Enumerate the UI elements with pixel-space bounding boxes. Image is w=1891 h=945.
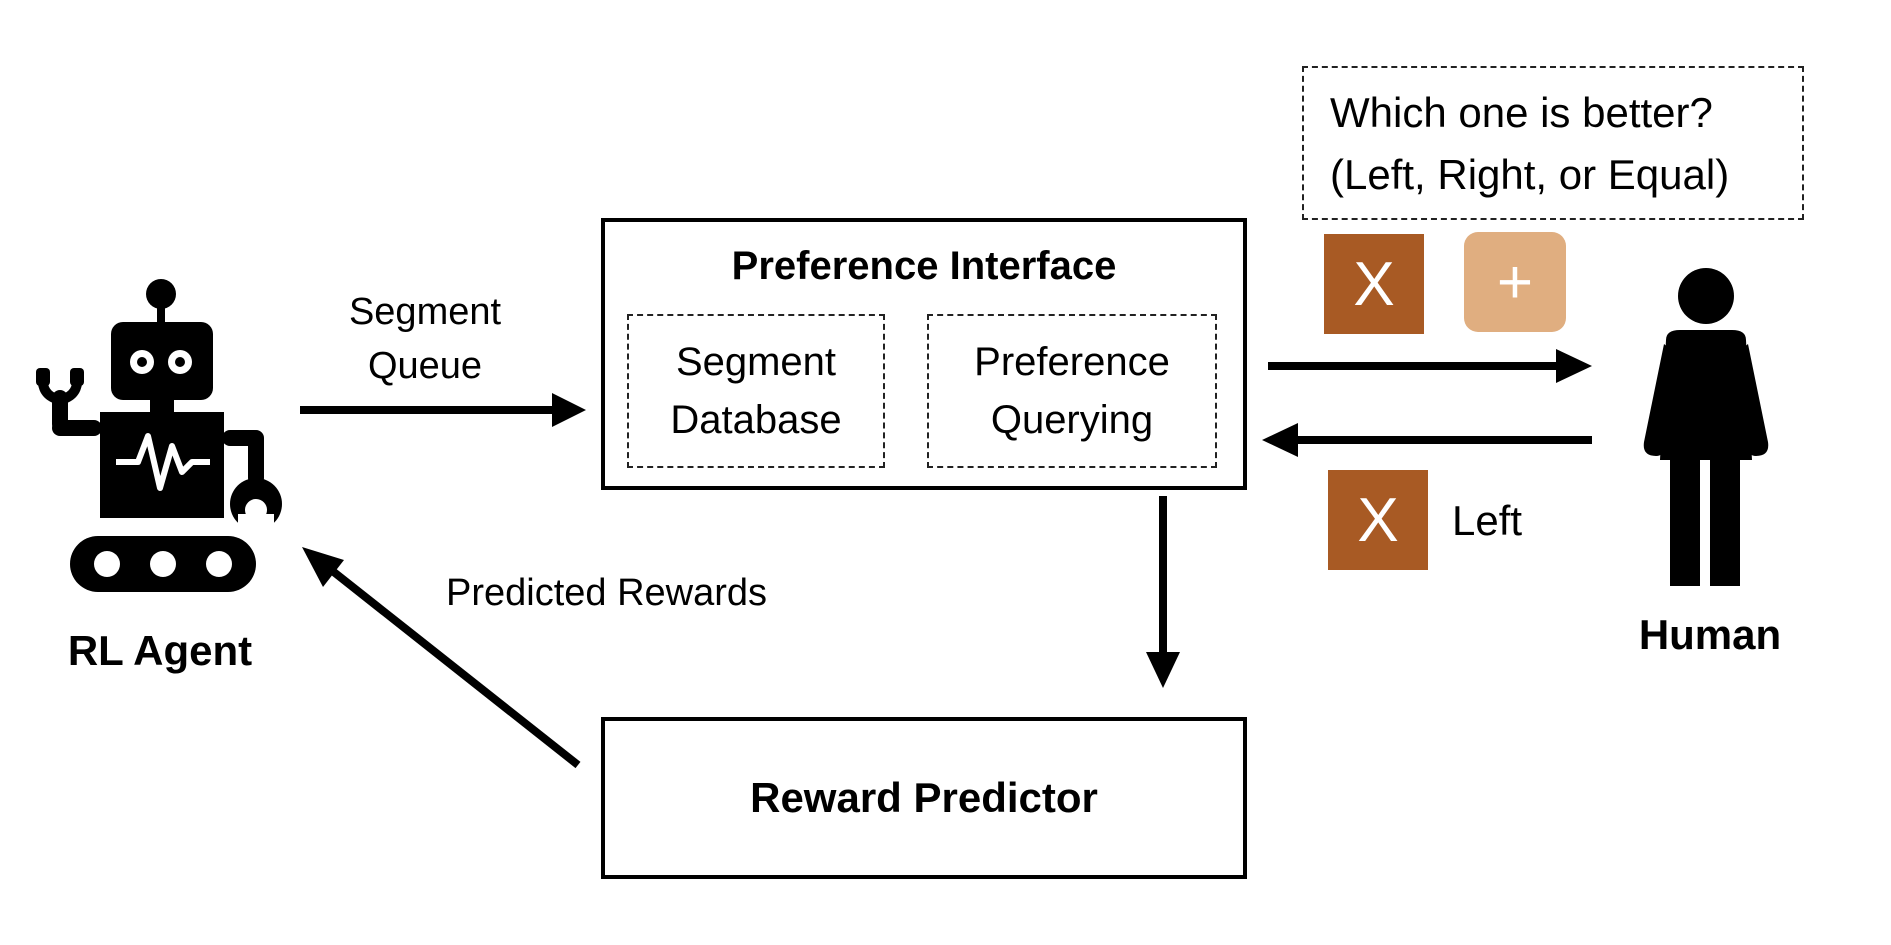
answer-tile: X — [1328, 470, 1428, 570]
segment-queue-arrow — [300, 393, 586, 427]
preference-interface-box: Preference Interface Segment Database Pr… — [601, 218, 1247, 490]
answer-label: Left — [1452, 497, 1523, 544]
query-question-text: Which one is better? (Left, Right, or Eq… — [1330, 89, 1730, 198]
preference-querying-box: Preference Querying — [927, 314, 1217, 468]
reward-predictor-box: Reward Predictor — [601, 717, 1247, 879]
labels-to-predictor-arrow — [1146, 496, 1180, 688]
predicted-rewards-arrow — [302, 547, 581, 769]
query-question-box: Which one is better? (Left, Right, or Eq… — [1302, 66, 1804, 220]
right-option-tile: + — [1464, 232, 1566, 332]
preference-interface-title: Preference Interface — [731, 243, 1117, 288]
human-label: Human — [1638, 611, 1782, 658]
query-arrow — [1268, 349, 1592, 383]
segment-database-box: Segment Database — [627, 314, 885, 468]
left-option-tile: X — [1324, 234, 1424, 334]
robot-icon — [36, 279, 282, 592]
predicted-rewards-label: Predicted Rewards — [446, 572, 768, 614]
feedback-arrow — [1262, 423, 1592, 457]
reward-predictor-title: Reward Predictor — [750, 774, 1098, 821]
human-icon — [1643, 268, 1769, 586]
agent-label: RL Agent — [67, 627, 253, 674]
segment-queue-label: Segment Queue — [348, 291, 502, 387]
